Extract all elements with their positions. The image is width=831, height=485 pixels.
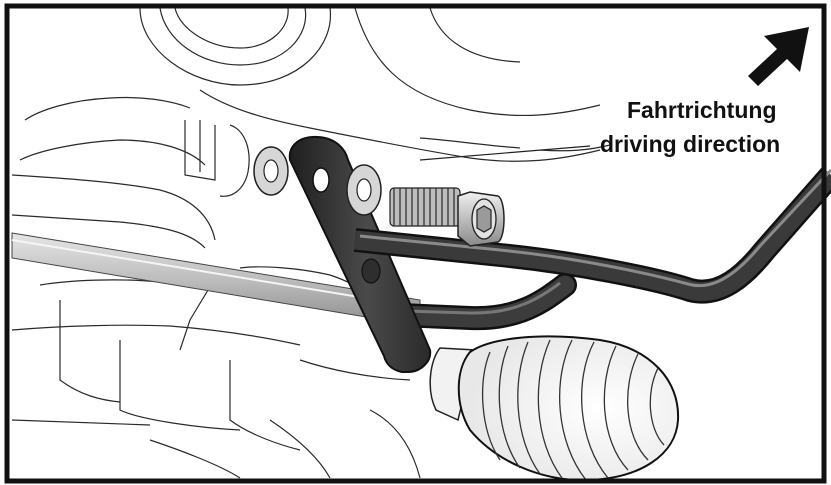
turn-signal-indicator — [429, 335, 680, 482]
driving-direction-label-english: driving direction — [600, 131, 781, 157]
washer-left — [253, 146, 289, 196]
arrow-up-right-icon — [748, 27, 809, 86]
indicator-stem — [388, 273, 577, 331]
driving-direction-label-german: Fahrtrichtung — [627, 97, 777, 123]
label-leader-line — [419, 145, 591, 161]
socket-head-bolt — [389, 187, 505, 247]
mounting-bracket — [288, 135, 432, 373]
washer-right — [346, 164, 382, 216]
diagram-frame — [4, 3, 827, 484]
indicator-holder-tube — [353, 167, 831, 304]
